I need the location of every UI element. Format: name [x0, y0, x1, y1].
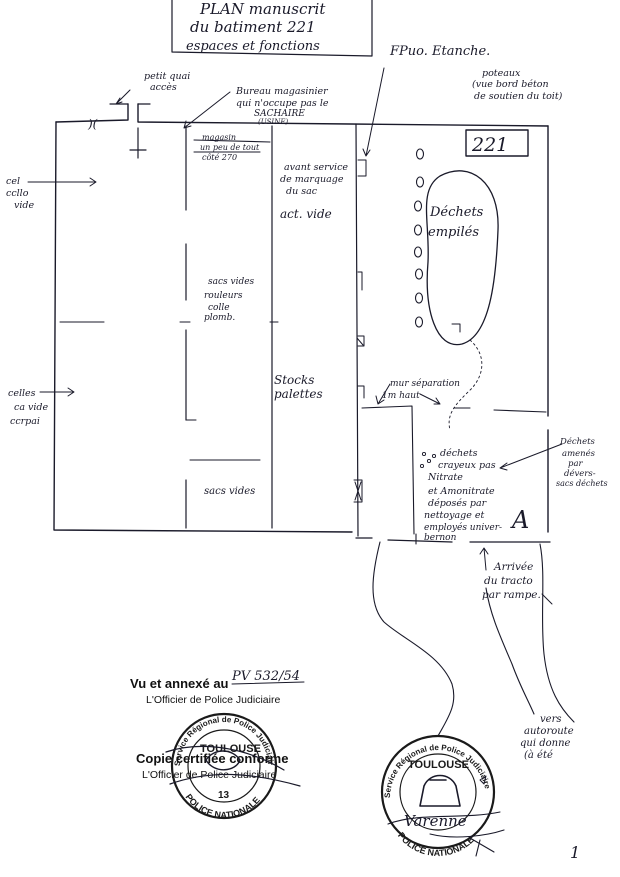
svg-text:déposés par: déposés par — [428, 498, 488, 509]
sacs-vides-label: sacs vides rouleurs colle plomb. — [204, 277, 255, 323]
svg-text:côté 270: côté 270 — [202, 153, 237, 162]
svg-text:rouleurs: rouleurs — [204, 291, 243, 301]
zone-a-label: A — [510, 506, 529, 534]
right-stamp-city: TOULOUSE — [408, 759, 469, 771]
svg-text:par: par — [568, 459, 584, 469]
right-stamp-police: POLICE NATIONALE — [396, 830, 476, 858]
svg-text:Déchets: Déchets — [429, 205, 484, 220]
annex-block: Vu et annexé au PV 532/54 L'Officier de … — [130, 669, 305, 781]
mur-separation-label: mur séparation 1m haut — [382, 378, 460, 401]
svg-text:déchets: déchets — [440, 448, 478, 459]
svg-text:autoroute: autoroute — [524, 726, 574, 737]
poteaux-label: poteaux (vue bord béton de soutien du to… — [472, 68, 563, 102]
svg-text:(à été: (à été — [524, 750, 553, 761]
svg-text:qui donne: qui donne — [520, 738, 571, 749]
svg-text:1m haut: 1m haut — [382, 391, 420, 401]
sacs-vides-bas-label: sacs vides — [204, 486, 255, 497]
svg-text:SACHAIRE: SACHAIRE — [254, 109, 305, 119]
svg-text:vide: vide — [14, 200, 34, 211]
header-note: FPuo. Etanche. — [389, 44, 490, 59]
svg-text:avant service: avant service — [284, 162, 348, 173]
svg-text:employés univer-: employés univer- — [424, 522, 502, 533]
svg-text:de soutien du toit): de soutien du toit) — [474, 91, 563, 102]
svg-text:bernon: bernon — [424, 533, 457, 543]
svg-text:Bureau magasinier: Bureau magasinier — [235, 86, 329, 97]
exterior-paths — [372, 541, 575, 737]
svg-text:(USINE): (USINE) — [258, 118, 288, 126]
svg-text:crayeux pas: crayeux pas — [438, 460, 496, 471]
title-line-2: du batiment 221 — [190, 18, 316, 36]
dechets-droite-label: Déchets amenés par dévers- sacs déchets — [556, 436, 608, 488]
building-number: 221 — [471, 134, 508, 156]
building-number-box: 221 — [465, 129, 529, 157]
page-number: 1 — [570, 843, 580, 862]
svg-text:accès: accès — [150, 82, 177, 93]
vers-autoroute-label: vers autoroute qui donne (à été — [520, 714, 574, 761]
svg-text:sacs déchets: sacs déchets — [556, 479, 608, 488]
svg-text:un peu de tout: un peu de tout — [200, 143, 260, 152]
interior-walls — [59, 123, 547, 545]
building-outline: )( — [53, 103, 551, 543]
title-line-3: espaces et fonctions — [186, 39, 320, 54]
svg-text:POLICE NATIONALE: POLICE NATIONALE — [396, 830, 476, 858]
svg-text:colle: colle — [208, 303, 230, 313]
svg-text:(vue bord béton: (vue bord béton — [472, 79, 549, 90]
waste-pile — [425, 170, 499, 431]
svg-text:magasin: magasin — [202, 133, 236, 142]
svg-text:palettes: palettes — [274, 387, 323, 401]
avant-service-label: avant service de marquage du sac — [280, 162, 348, 197]
svg-text:et Amonitrate: et Amonitrate — [428, 486, 495, 497]
svg-text:amenés: amenés — [562, 448, 596, 459]
svg-text:cel: cel — [6, 176, 20, 187]
petit-quai-label: petit quai accès — [144, 71, 190, 93]
svg-text:empilés: empilés — [428, 225, 479, 240]
svg-text:sacs vides: sacs vides — [208, 277, 255, 287]
svg-text:de marquage: de marquage — [280, 174, 344, 185]
dechets-crayeux-label: déchets crayeux pas Nitrate et Amonitrat… — [424, 448, 502, 543]
leader-lines — [27, 67, 563, 605]
left-stamp-dept: 13 — [218, 790, 230, 801]
svg-text:ca vide: ca vide — [14, 402, 48, 413]
title-block: PLAN manuscrit du batiment 221 espaces e… — [171, 0, 373, 57]
svg-text:dévers-: dévers- — [564, 468, 596, 479]
stocks-palettes-label: Stocks palettes — [274, 373, 323, 401]
dechets-empiles-label: Déchets empilés — [428, 205, 484, 240]
pv-number: PV 532/54 — [231, 669, 300, 684]
signature-right: Varenne — [404, 812, 467, 830]
svg-text:nettoyage et: nettoyage et — [424, 510, 484, 521]
vu-annexe-text: Vu et annexé au — [130, 676, 229, 691]
svg-text:par rampe.: par rampe. — [482, 589, 541, 601]
pillars — [413, 148, 425, 328]
right-police-stamp: Service Régional de Police Judiciaire TO… — [380, 734, 496, 858]
svg-text:qui n'occupe pas le: qui n'occupe pas le — [236, 98, 329, 109]
svg-text:celles: celles — [8, 388, 36, 399]
bureau-label: Bureau magasinier qui n'occupe pas le SA… — [235, 86, 329, 126]
svg-text:poteaux: poteaux — [482, 68, 521, 79]
svg-text:ccrpai: ccrpai — [10, 416, 40, 427]
magasin-label: magasin un peu de tout côté 270 — [200, 133, 260, 162]
svg-text:Stocks: Stocks — [274, 373, 314, 387]
svg-text:mur séparation: mur séparation — [390, 378, 460, 389]
left-top-label: cel ccllo vide — [6, 176, 34, 211]
act-vide-label: act. vide — [280, 207, 332, 221]
svg-text:Déchets: Déchets — [559, 436, 596, 447]
quai-marker: )( — [87, 117, 98, 131]
svg-text:petit quai: petit quai — [144, 71, 190, 82]
svg-text:Arrivée: Arrivée — [493, 561, 533, 573]
svg-text:ccllo: ccllo — [6, 188, 29, 199]
svg-text:plomb.: plomb. — [204, 313, 235, 323]
officier-text: L'Officier de Police Judiciaire — [146, 694, 280, 706]
svg-text:Nitrate: Nitrate — [427, 472, 463, 483]
svg-text:du tracto: du tracto — [484, 575, 533, 587]
crumbs — [419, 451, 437, 469]
svg-text:du sac: du sac — [286, 186, 318, 197]
title-line-1: PLAN manuscrit — [199, 0, 326, 18]
left-mid-label: celles ca vide ccrpai — [8, 388, 48, 427]
arrivee-label: Arrivée du tracto par rampe. — [482, 561, 541, 601]
svg-text:vers: vers — [540, 714, 561, 725]
